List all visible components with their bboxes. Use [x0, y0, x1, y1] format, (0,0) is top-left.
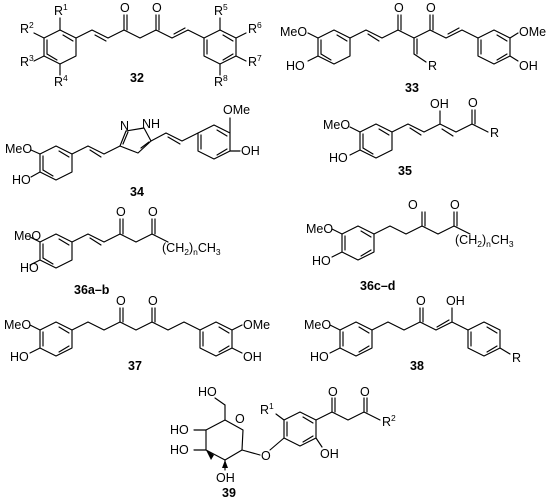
c38-hydroxy: HO [310, 350, 329, 364]
c34-methoxy: MeO [5, 142, 32, 156]
c39-glucose-oh-bottom: OH [216, 471, 235, 485]
c34-hydroxy: HO [12, 173, 31, 187]
compound-label-39: 39 [222, 486, 236, 500]
compound-label-37: 37 [128, 359, 142, 373]
c32-r4: R4 [54, 73, 68, 89]
c39-glucose-ho-middle: HO [170, 443, 189, 457]
c32-oxygen-left: O [120, 1, 130, 15]
c37-methoxy-right: OMe [243, 318, 270, 332]
c39-ring-oxygen: O [235, 412, 245, 426]
c39-r2: R2 [382, 413, 396, 429]
compound-36cd: O O (CH2)nCH3 MeO HO 36c–d [306, 198, 514, 293]
compound-label-36c-d: 36c–d [360, 279, 395, 293]
c36ab-oxygen-right: O [148, 205, 158, 219]
c39-glucose-ho-top: HO [170, 423, 189, 437]
c33-oxygen-left: O [394, 1, 404, 15]
c38-methoxy: MeO [304, 318, 331, 332]
c33-oxygen-right: O [426, 1, 436, 15]
c33-hydroxy: HO [286, 59, 305, 73]
c32-oxygen-right: O [152, 1, 162, 15]
compound-label-33: 33 [405, 81, 419, 95]
c37-hydroxyl-right: OH [243, 350, 262, 364]
c36cd-methoxy: MeO [306, 222, 333, 236]
c36ab-hydroxy: HO [20, 261, 39, 275]
c37-hydroxy: HO [10, 350, 29, 364]
compound-label-34: 34 [130, 185, 144, 199]
c34-hydroxyl: OH [241, 144, 260, 158]
c35-oxygen: O [468, 96, 478, 110]
compound-34: N NH OMe OH MeO HO 34 [5, 103, 260, 199]
c35-substituent-r: R [490, 126, 499, 140]
c36cd-hydroxy: HO [312, 254, 331, 268]
c32-r7: R7 [248, 53, 262, 69]
compound-39: HO O HO HO OH O R1 OH O O R2 39 [170, 385, 396, 500]
c33-methoxy-right: OMe [519, 25, 546, 39]
c32-r1: R1 [54, 2, 68, 18]
c38-oxygen: O [416, 294, 426, 308]
compound-label-36a-b: 36a–b [74, 283, 110, 297]
c36ab-alkyl-chain: (CH2)nCH3 [162, 241, 221, 257]
c39-r1: R1 [260, 401, 274, 417]
c36ab-oxygen-left: O [116, 205, 126, 219]
c39-oxygen-right: O [360, 385, 370, 399]
c34-methoxy-right: OMe [223, 103, 250, 117]
c38-hydroxyl: OH [446, 294, 465, 308]
c33-substituent-r: R [428, 59, 437, 73]
c39-glycosidic-oxygen: O [261, 449, 271, 463]
c36cd-alkyl-chain: (CH2)nCH3 [455, 233, 514, 249]
c38-substituent-r: R [512, 351, 521, 365]
c35-hydroxy: HO [329, 151, 348, 165]
c34-pyrazole-nh: NH [142, 117, 160, 131]
c32-r2: R2 [20, 20, 34, 36]
compound-35: OH O R MeO HO 35 [323, 96, 499, 178]
compound-33: O O MeO HO R OMe OH 33 [280, 1, 546, 95]
c32-r8: R8 [214, 73, 228, 89]
c33-methoxy: MeO [280, 25, 307, 39]
c37-oxygen-left: O [116, 294, 126, 308]
c37-methoxy: MeO [4, 318, 31, 332]
compound-38: O OH R MeO HO 38 [304, 294, 521, 373]
c33-hydroxyl-right: OH [519, 59, 538, 73]
compound-label-35: 35 [398, 164, 412, 178]
c35-methoxy: MeO [323, 118, 350, 132]
c39-oxygen-left: O [328, 385, 338, 399]
c39-hydroxyl: OH [320, 447, 339, 461]
c36ab-methoxy: MeO [14, 229, 41, 243]
c32-r3: R3 [20, 53, 34, 69]
c35-hydroxyl: OH [430, 97, 449, 111]
c36cd-oxygen-right: O [450, 198, 460, 212]
c32-r5: R5 [214, 2, 228, 18]
c39-glucose-hydroxymethyl: HO [198, 385, 217, 399]
compound-32: O O R1 R2 R3 R4 R5 R6 R7 R8 32 [20, 1, 262, 89]
c32-r6: R6 [248, 20, 262, 36]
c34-pyrazole-n: N [120, 119, 129, 133]
compound-37: O O MeO HO OMe OH 37 [4, 294, 270, 373]
compound-label-32: 32 [130, 71, 144, 85]
c37-oxygen-right: O [148, 294, 158, 308]
compound-36ab: O O (CH2)nCH3 MeO HO 36a–b [14, 205, 221, 297]
compound-label-38: 38 [410, 359, 424, 373]
c36cd-oxygen-left: O [408, 198, 418, 212]
